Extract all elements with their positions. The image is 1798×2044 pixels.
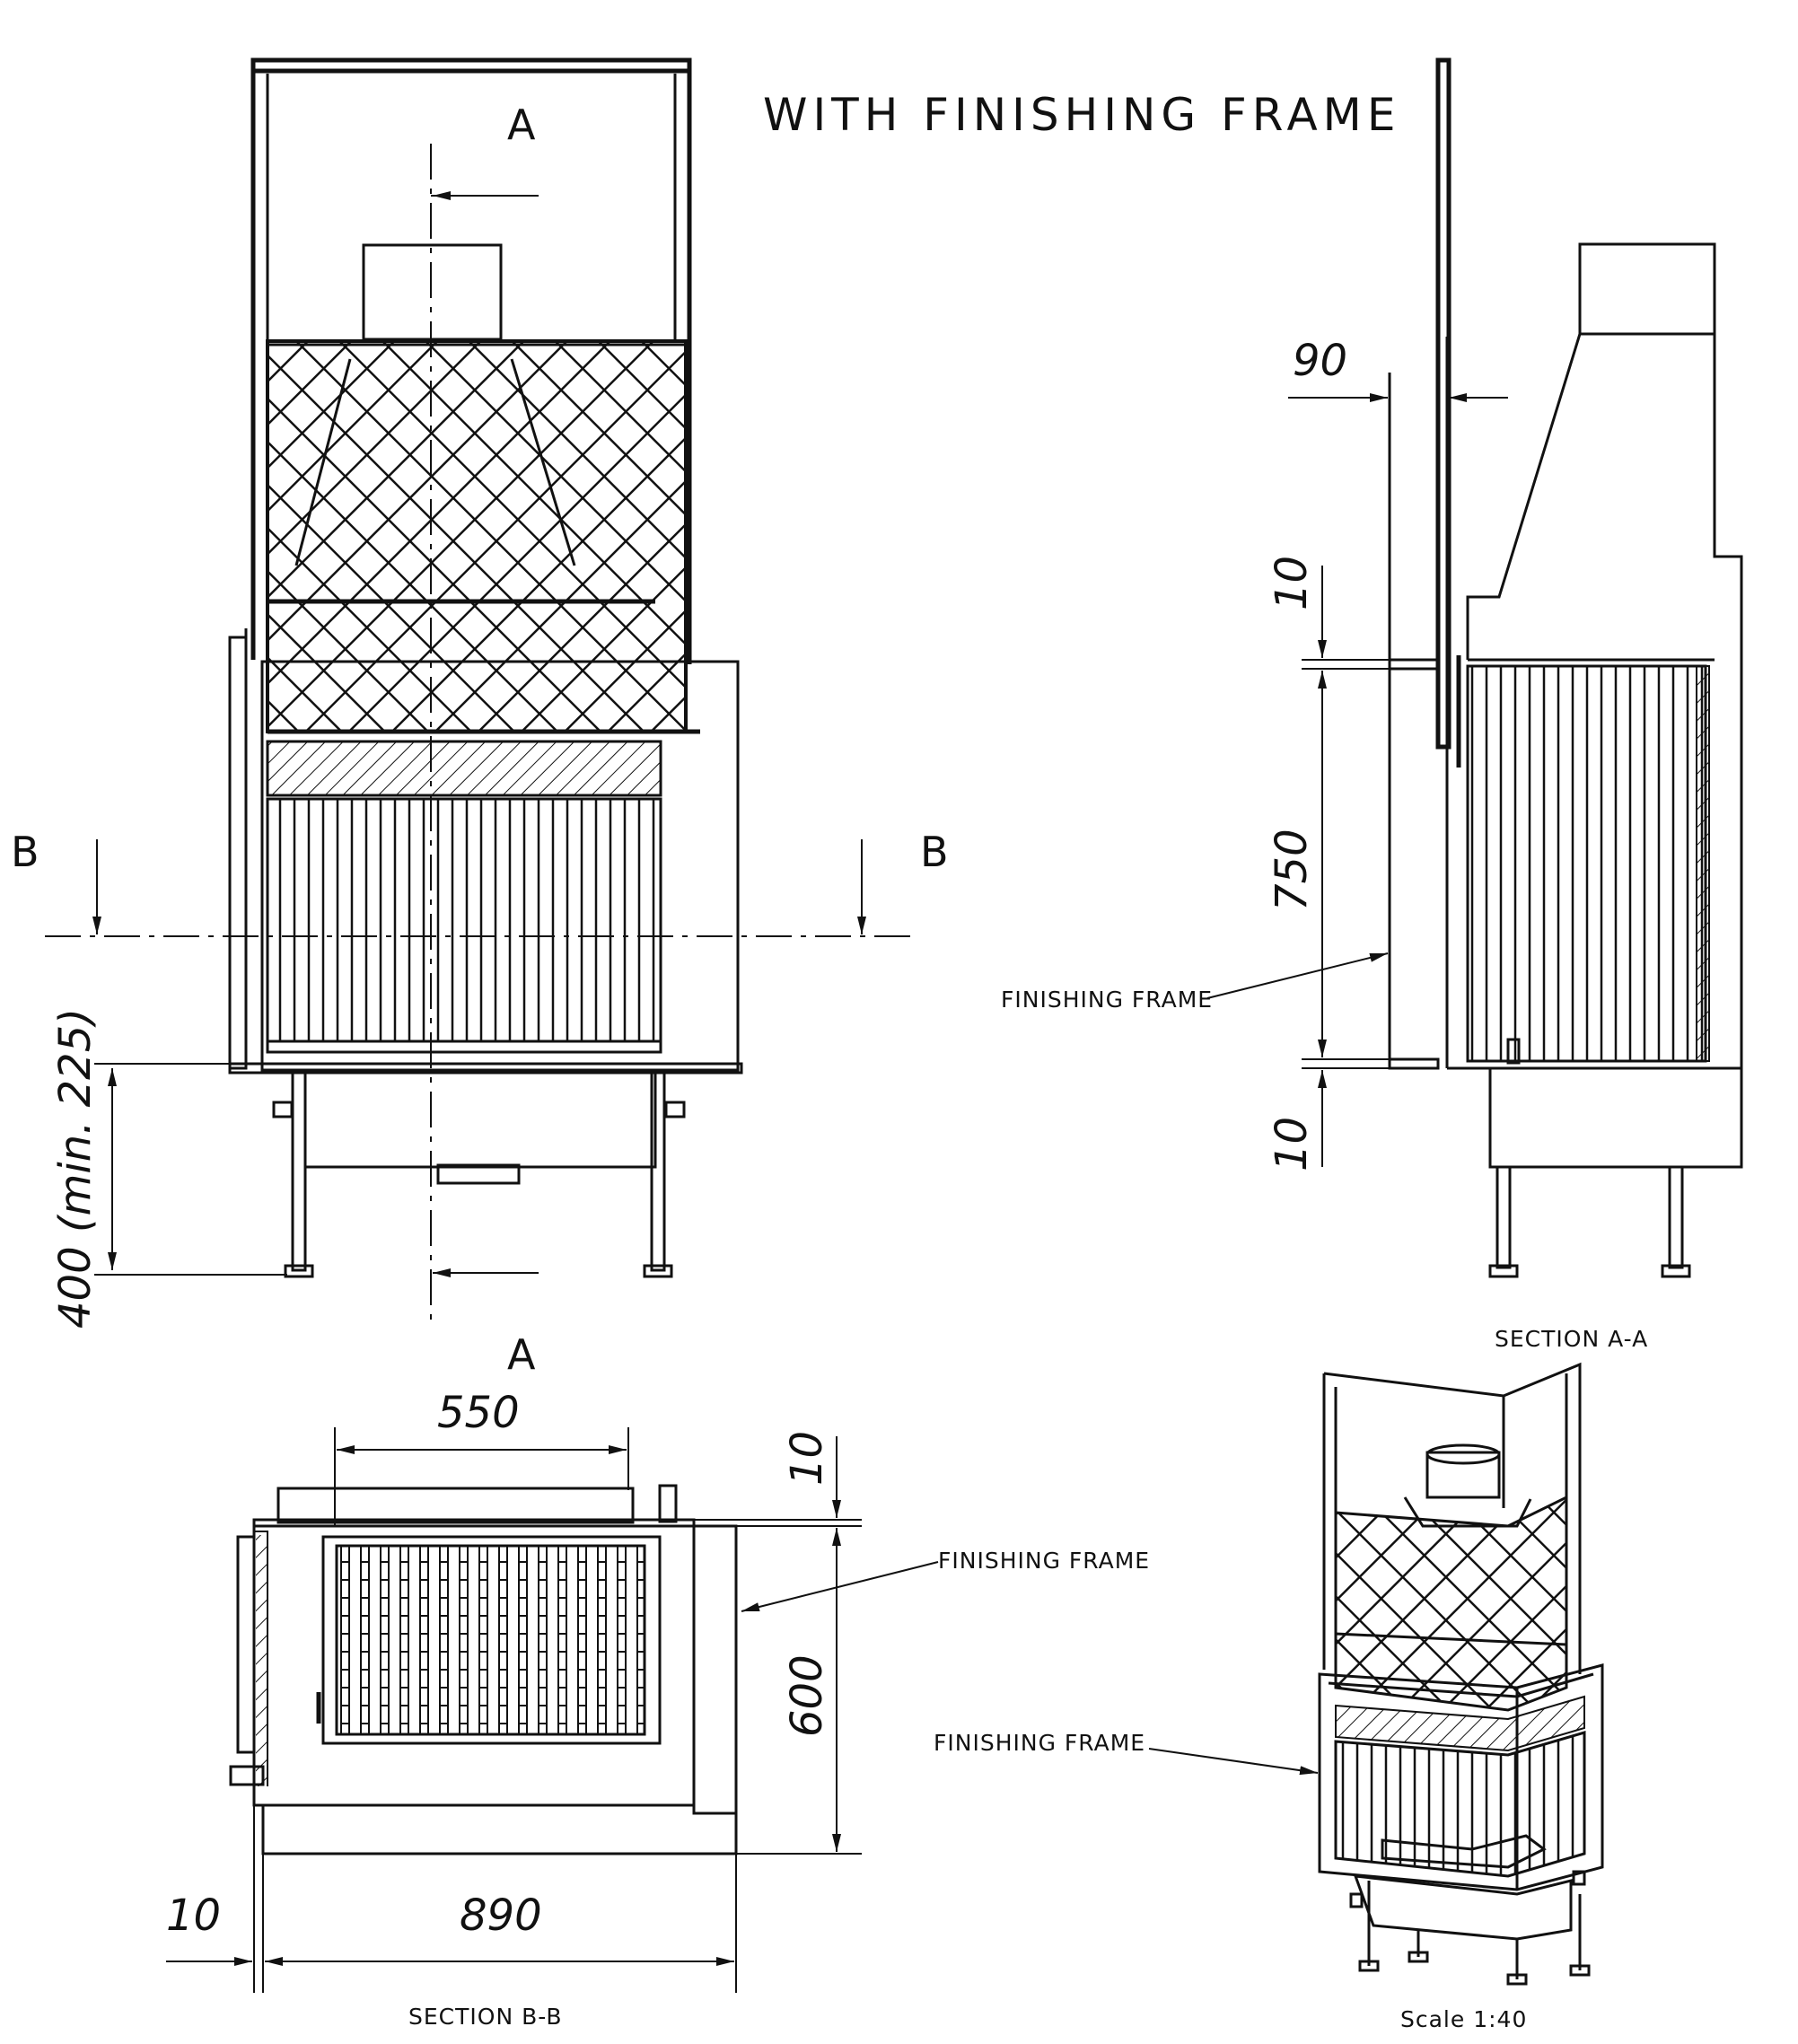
section-aa-view	[1206, 57, 1743, 1278]
plan-top-gap-dimension: 10	[782, 1431, 832, 1486]
side-height-dimension: 750	[1267, 829, 1317, 911]
finishing-frame-label-iso: FINISHING FRAME	[934, 1730, 1145, 1756]
front-view	[45, 57, 916, 1329]
side-offset-dimension: 90	[1293, 336, 1347, 386]
section-bb-view	[166, 1427, 939, 1993]
finishing-frame-label-side: FINISHING FRAME	[1001, 987, 1213, 1013]
plan-width-inner-dimension: 550	[437, 1388, 520, 1438]
section-aa-label: SECTION A-A	[1495, 1326, 1648, 1352]
drawing-title: WITH FINISHING FRAME	[763, 89, 1400, 141]
section-mark-a-top: A	[507, 101, 536, 149]
scale-label: Scale 1:40	[1400, 2006, 1527, 2032]
section-mark-b-left: B	[11, 828, 39, 876]
section-mark-a-bottom: A	[507, 1330, 536, 1379]
isometric-view	[1148, 1362, 1604, 1986]
plan-side-gap-dimension: 10	[166, 1890, 221, 1941]
section-bb-label: SECTION B-B	[408, 2004, 563, 2030]
front-height-dimension: 400 (min. 225)	[50, 1008, 101, 1329]
section-mark-b-right: B	[920, 828, 949, 876]
plan-depth-dimension: 600	[782, 1654, 832, 1737]
side-bottom-gap-dimension: 10	[1267, 1117, 1317, 1171]
side-top-gap-dimension: 10	[1267, 556, 1317, 610]
finishing-frame-label-plan: FINISHING FRAME	[938, 1548, 1150, 1574]
plan-width-dimension: 890	[460, 1890, 542, 1941]
